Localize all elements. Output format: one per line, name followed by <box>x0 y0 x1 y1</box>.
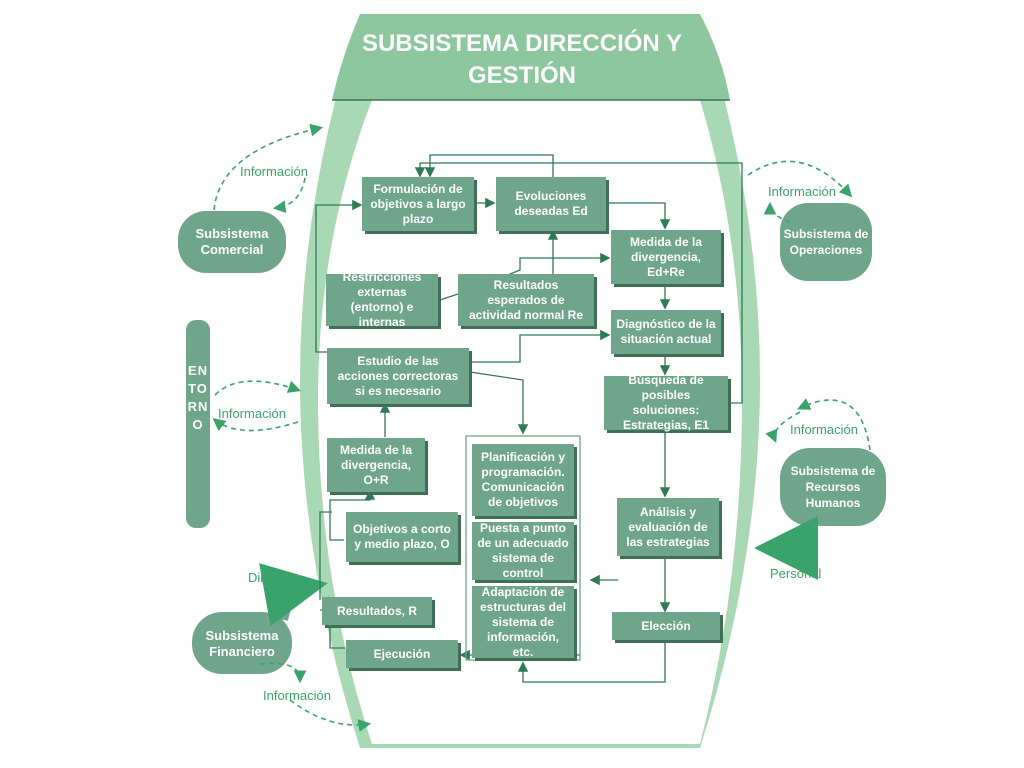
subsystem-rrhh-shape <box>780 448 886 526</box>
box-diagnostico: Diagnóstico de la situación actual <box>611 310 721 354</box>
box-busqueda: Búsqueda de posibles soluciones: Estrate… <box>604 373 728 432</box>
subsystem-comercial: Subsistema Comercial <box>195 226 269 257</box>
box-analisis: Análisis y evaluación de las estrategias <box>617 498 719 556</box>
subsystem-operaciones: Subsistema de Operaciones <box>783 227 869 257</box>
label-info-entorno: Información <box>218 406 286 421</box>
box-formulacion: Formulación de objetivos a largo plazo <box>362 177 474 231</box>
frame-top <box>332 14 730 100</box>
label-info-operaciones: Información <box>768 184 836 199</box>
box-ejecucion: Ejecución <box>346 640 458 668</box>
subsystem-financiero: Subsistema Financiero <box>205 628 279 659</box>
subsystem-rrhh: Subsistema de Recursos Humanos <box>790 464 876 510</box>
subsystem-operaciones-shape <box>780 203 872 281</box>
box-resultados-esperados: Resultados esperados de actividad normal… <box>458 274 594 326</box>
box-eleccion: Elección <box>612 612 720 640</box>
box-medida-ed: Medida de la divergencia, Ed+Re <box>611 230 721 284</box>
box-resultados: Resultados, R <box>322 597 432 625</box>
box-evoluciones: Evoluciones deseadas Ed <box>496 177 606 231</box>
box-medida-or: Medida de la divergencia, O+R <box>327 438 425 492</box>
label-dinero: Dinero <box>248 570 287 585</box>
entorno-label: ENTORNO <box>187 363 209 432</box>
box-estudio: Estudio de las acciones correctoras si e… <box>327 348 469 404</box>
box-restricciones: Restricciones externas (entorno) e inter… <box>326 270 438 329</box>
flow-connectors <box>315 154 743 683</box>
box-objetivos-corto: Objetivos a corto y medio plazo, O <box>346 512 458 562</box>
personal-arrow <box>754 515 819 580</box>
label-personal: Personal <box>770 566 822 581</box>
subsystem-financiero-shape <box>192 612 292 674</box>
box-puesta: Puesta a punto de un adecuado sistema de… <box>472 521 574 580</box>
planning-group-frame <box>465 435 581 661</box>
info-arrows <box>212 123 871 732</box>
label-info-rrhh: Información <box>790 422 858 437</box>
label-info-comercial: Información <box>240 164 308 179</box>
label-info-financiero: Información <box>263 688 331 703</box>
box-adaptacion: Adaptación de estructuras del sistema de… <box>472 585 574 659</box>
entorno-shape <box>186 320 210 528</box>
subsystem-comercial-shape <box>178 211 286 273</box>
dinero-arrow <box>259 563 328 627</box>
page-title: SUBSISTEMA DIRECCIÓN Y GESTIÓN <box>361 30 683 89</box>
box-planificacion: Planificación y programación. Comunicaci… <box>472 444 574 516</box>
